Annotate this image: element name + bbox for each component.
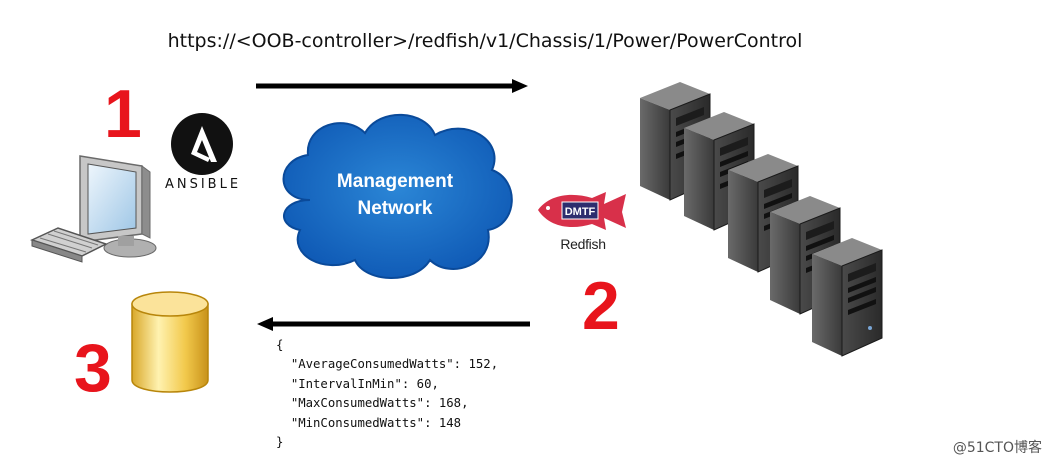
json-line: "MinConsumedWatts": 148: [290, 415, 462, 430]
cloud-label-line1: Management: [336, 171, 454, 192]
response-arrow: [257, 317, 530, 331]
json-close-brace: }: [276, 435, 284, 450]
computer-icon: [30, 155, 157, 263]
request-arrow: [256, 79, 528, 93]
step-number-3: 3: [74, 330, 112, 406]
redfish-fish-icon: DMTF: [538, 192, 626, 230]
watermark-text: @51CTO博客: [952, 440, 1042, 456]
ansible-label: ANSIBLE: [164, 177, 242, 192]
database-icon: [131, 291, 209, 393]
management-network-cloud: [282, 113, 513, 279]
json-open-brace: {: [276, 338, 284, 352]
request-url: https://<OOB-controller>/redfish/v1/Chas…: [167, 30, 803, 52]
ansible-logo-icon: [171, 113, 233, 175]
cloud-label-line2: Network: [357, 198, 433, 219]
json-line: "AverageConsumedWatts": 152,: [290, 357, 499, 372]
dmtf-badge: DMTF: [565, 206, 596, 218]
json-line: "IntervalInMin": 60,: [290, 376, 439, 391]
step-number-1: 1: [104, 76, 142, 152]
server-5-icon: [811, 237, 883, 357]
redfish-label: Redfish: [560, 236, 606, 252]
cloud-label: Management Network: [300, 168, 490, 222]
server-rack-group: [640, 82, 883, 357]
json-line: "MaxConsumedWatts": 168,: [290, 396, 469, 411]
power-response-json: { "AverageConsumedWatts": 152, "Interval…: [276, 336, 498, 452]
step-number-2: 2: [582, 268, 620, 344]
